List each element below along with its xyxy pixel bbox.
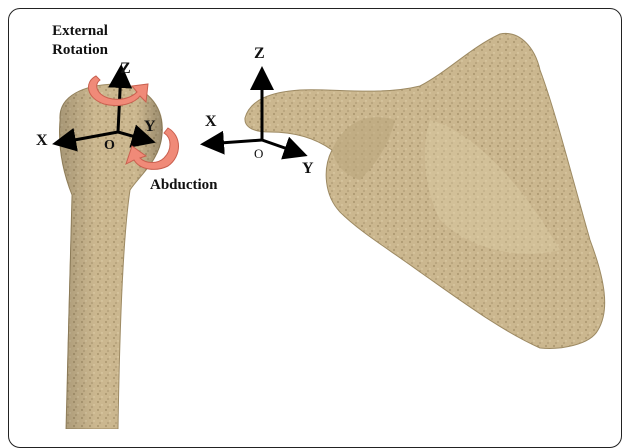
humerus-y-label: Y — [144, 118, 156, 136]
shoulder-coordinate-diagram: External Rotation Z X Y O Abduction Z X … — [0, 0, 627, 429]
scapula-x-label: X — [205, 113, 217, 131]
humerus-origin-label: O — [104, 138, 115, 154]
scapula-origin-label: O — [254, 146, 263, 162]
scapula-y-axis — [262, 140, 302, 154]
abduction-label: Abduction — [150, 177, 218, 194]
scapula-y-label: Y — [302, 160, 314, 178]
scapula-z-label: Z — [254, 45, 265, 63]
scapula-bone — [245, 33, 605, 348]
bones-and-axes-drawing — [0, 0, 627, 429]
external-rotation-label: External Rotation — [40, 22, 120, 60]
humerus-z-label: Z — [120, 60, 131, 78]
external-rotation-label-line2: Rotation — [40, 41, 120, 60]
humerus-x-label: X — [36, 132, 48, 150]
scapula-x-axis — [206, 140, 262, 144]
external-rotation-label-line1: External — [40, 22, 120, 41]
